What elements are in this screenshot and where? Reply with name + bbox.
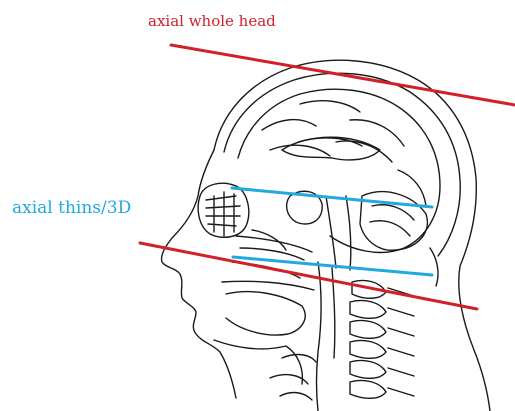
cervical-spine	[350, 280, 414, 398]
corpus-callosum	[282, 137, 380, 160]
skull-outline	[224, 73, 460, 256]
face-profile	[161, 150, 236, 398]
mandible	[214, 340, 302, 384]
axial-thins-3d-label: axial thins/3D	[12, 198, 131, 218]
axial-whole-head-label: axial whole head	[148, 12, 276, 30]
axial-whole-head-upper-line	[171, 45, 515, 105]
pharynx	[317, 262, 335, 411]
brainstem	[326, 196, 351, 270]
palate	[222, 281, 314, 290]
tongue	[226, 292, 305, 335]
axial-thins-upper-line	[232, 188, 432, 207]
brain-outline	[238, 89, 440, 252]
scalp-outline	[214, 60, 490, 411]
